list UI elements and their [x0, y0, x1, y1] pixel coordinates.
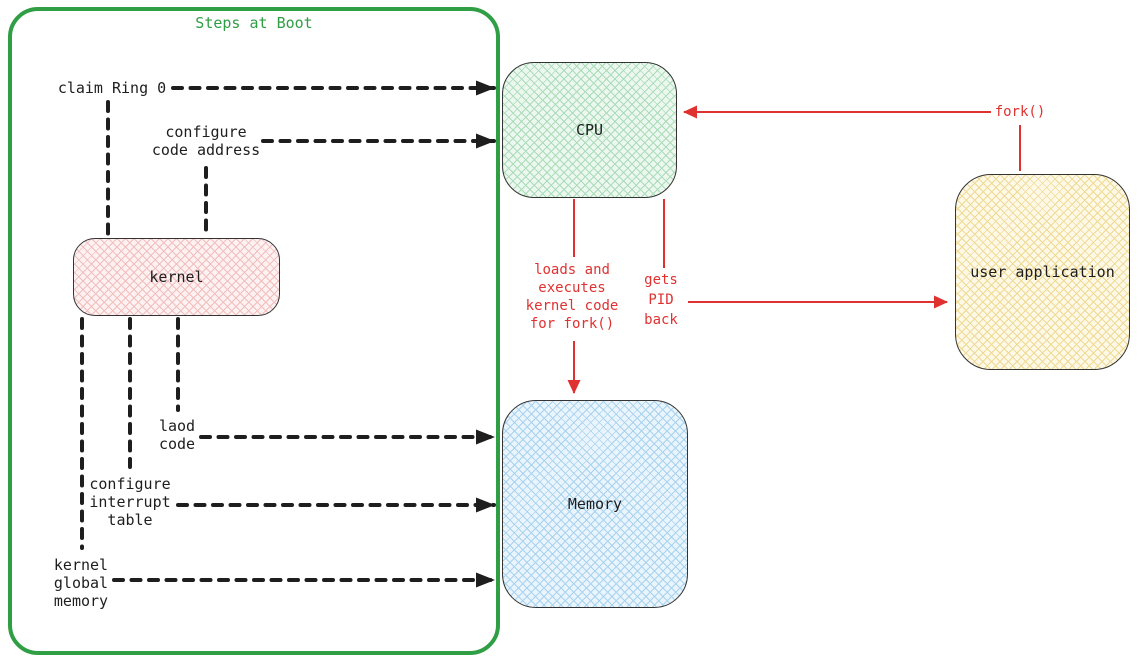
label-claim-ring0: claim Ring 0	[57, 79, 167, 97]
user-application-node: user application	[955, 174, 1130, 370]
label-load-code: laod code	[158, 417, 196, 453]
memory-node: Memory	[502, 400, 688, 608]
memory-node-label: Memory	[567, 495, 623, 513]
label-kernel-global-memory: kernel global memory	[53, 556, 109, 610]
user-application-node-label: user application	[970, 263, 1115, 281]
kernel-node-label: kernel	[149, 268, 204, 286]
steps-at-boot-group	[8, 7, 500, 655]
label-gets-pid-back: gets PID back	[644, 272, 678, 328]
label-configure-interrupt-table: configure interrupt table	[89, 475, 171, 529]
cpu-node: CPU	[502, 62, 677, 198]
kernel-node: kernel	[73, 238, 280, 316]
label-fork-call: fork()	[994, 104, 1046, 120]
label-configure-code-address: configure code address	[151, 123, 261, 159]
cpu-node-label: CPU	[575, 121, 604, 139]
group-title: Steps at Boot	[195, 14, 313, 32]
label-loads-and-executes: loads and executes kernel code for fork(…	[525, 262, 619, 332]
